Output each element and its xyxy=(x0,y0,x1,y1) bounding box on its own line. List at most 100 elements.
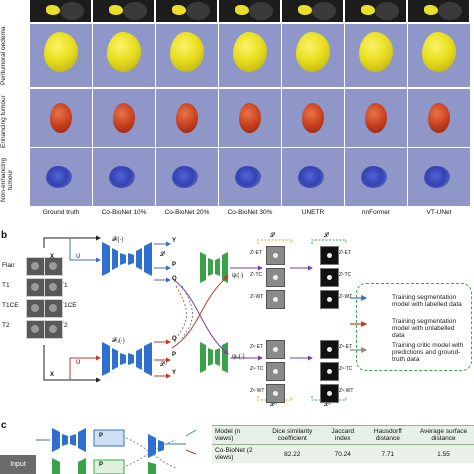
column-header: Average surface distance xyxy=(413,425,474,445)
symbol-p: P xyxy=(172,262,177,268)
pe-render xyxy=(359,32,393,72)
render-cell xyxy=(219,89,281,147)
pe-render xyxy=(422,32,456,72)
symbol-x: X xyxy=(50,254,55,260)
encoder-bottom xyxy=(102,342,152,376)
symbol-q: Q xyxy=(172,276,177,282)
column-label: Co-BioNet 30% xyxy=(227,209,273,216)
et-render xyxy=(239,103,261,133)
modality-label-t1ce: T1CE xyxy=(60,302,77,309)
ne-render xyxy=(298,166,324,188)
pe-render xyxy=(44,32,78,72)
feature-cube xyxy=(266,384,285,403)
loss-label: 𝓛ˡ xyxy=(270,233,276,239)
mri-slice xyxy=(44,257,63,276)
render-cell xyxy=(219,24,281,87)
row-label-enhancing: Enhancing tumour xyxy=(0,95,7,149)
thumbnail xyxy=(156,0,217,22)
input-box: Input xyxy=(0,455,36,474)
symbol-x: X xyxy=(50,372,55,378)
thumbnail xyxy=(219,0,280,22)
table-cell: 82.22 xyxy=(261,444,323,463)
loss-label: 𝓛ˡ xyxy=(324,233,330,239)
thumbnail xyxy=(408,0,469,22)
row-label-peritumoral: Peritumoral oedema xyxy=(0,26,7,86)
table-row: Co-BioNet (2 views) 82.22 70.24 7.71 1.5… xyxy=(212,444,474,463)
mri-slice xyxy=(26,320,45,339)
symbol-q: Q xyxy=(172,336,177,342)
et-render xyxy=(113,103,135,133)
p-label: P xyxy=(99,462,104,468)
thumbnail xyxy=(93,0,154,22)
column-header: Jaccard index xyxy=(322,425,363,445)
modality-label-t2: T2 xyxy=(60,322,68,329)
render-cell xyxy=(345,148,407,206)
label-psi-top: ψₗ(·) xyxy=(232,273,244,279)
et-render xyxy=(302,103,324,133)
render-cell xyxy=(156,148,218,206)
modality-label-t1ce: T1CE xyxy=(2,302,19,309)
feature-cube xyxy=(320,268,339,287)
et-render xyxy=(176,103,198,133)
render-cell xyxy=(156,24,218,87)
loss-label: 𝓛ᵘ xyxy=(324,402,331,408)
ne-render xyxy=(46,166,72,188)
modality-label-flair: Flair xyxy=(2,262,15,269)
p-label: P xyxy=(99,433,104,439)
legend-item-critic: Training critic model with predictions a… xyxy=(392,342,464,363)
symbol-u: U xyxy=(76,254,81,260)
render-cell xyxy=(156,89,218,147)
render-cell xyxy=(30,24,92,87)
pe-render xyxy=(170,32,204,72)
z-label: Zᵘ·ET xyxy=(339,344,353,350)
symbol-y: Y xyxy=(172,238,177,244)
render-cell xyxy=(30,89,92,147)
feature-cube xyxy=(266,246,285,265)
mri-slice xyxy=(44,320,63,339)
et-render xyxy=(365,103,387,133)
symbol-p: P xyxy=(172,352,177,358)
pe-render xyxy=(107,32,141,72)
column-label: Ground truth xyxy=(42,209,80,216)
critic-top xyxy=(200,252,228,283)
render-cell xyxy=(345,89,407,147)
z-label: Zᵘ·TC xyxy=(339,366,353,372)
render-cell xyxy=(408,89,470,147)
thumbnail xyxy=(282,0,343,22)
label-psi-bottom: ψᵤ(·) xyxy=(232,354,245,360)
column-label: nnFormer xyxy=(361,209,391,216)
render-cell xyxy=(93,24,155,87)
modality-label-t1: T1 xyxy=(60,282,68,289)
z-label: Zˡ·ET xyxy=(339,250,351,256)
column-header: Dice similarity coefficient xyxy=(261,425,323,445)
feature-cube xyxy=(266,268,285,287)
render-cell xyxy=(408,148,470,206)
feature-cube xyxy=(320,362,339,381)
panel-letter-b: b xyxy=(1,230,8,241)
symbol-y: Y xyxy=(172,370,177,376)
modality-label-t2: T2 xyxy=(2,322,10,329)
ne-render xyxy=(361,166,387,188)
label-f-top: 𝓕ₗ(·) xyxy=(112,237,124,243)
thumbnail xyxy=(345,0,406,22)
column-label: VT-UNet xyxy=(426,209,452,216)
loss-label: 𝓛ˡ xyxy=(160,252,166,258)
et-render xyxy=(50,103,72,133)
results-table: Model (n views) Dice similarity coeffici… xyxy=(212,425,474,463)
render-cell xyxy=(345,24,407,87)
render-cell xyxy=(282,148,344,206)
architecture-diagram xyxy=(43,235,368,401)
z-label: Zᵘ·WT xyxy=(250,388,265,394)
ne-render xyxy=(109,166,135,188)
render-cell xyxy=(93,148,155,206)
ne-render xyxy=(424,166,450,188)
panel-c-diagram xyxy=(36,428,197,474)
z-label: Zˡ·TC xyxy=(339,272,352,278)
render-cell xyxy=(30,148,92,206)
symbol-u: U xyxy=(76,360,81,366)
feature-cube xyxy=(266,290,285,309)
encoder-top xyxy=(102,242,152,276)
top-image-strip xyxy=(30,0,474,22)
table-cell: 7.71 xyxy=(362,444,413,463)
z-label: Zˡ·TC xyxy=(250,272,263,278)
